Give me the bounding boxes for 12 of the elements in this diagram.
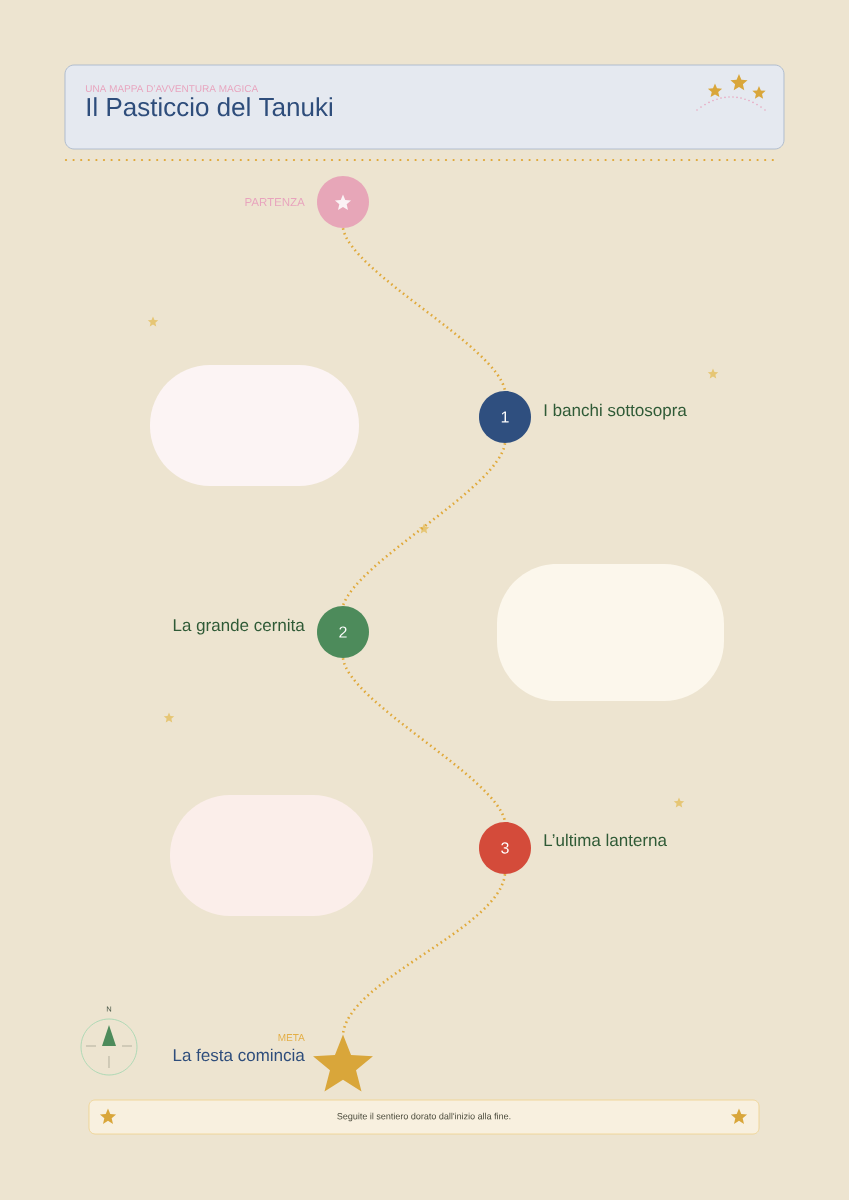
goal-tag: META <box>278 1034 305 1041</box>
step-label: L’ultima lanterna <box>544 833 667 847</box>
start-label: PARTENZA <box>245 198 305 206</box>
title: Il Pasticcio del Tanuki <box>87 97 332 117</box>
goal-label: La festa comincia <box>173 1048 305 1062</box>
step-label: La grande cernita <box>173 618 305 635</box>
subtitle: UNA MAPPA D’AVVENTURA MAGICA <box>85 85 259 93</box>
footer-banner: Seguite il sentiero dorato dall'inizio alla fine. <box>88 1099 760 1135</box>
start-circle <box>317 176 369 228</box>
step-label: I banchi sottosopra <box>544 403 687 420</box>
header-banner <box>64 64 785 150</box>
goal-star <box>313 1034 373 1092</box>
